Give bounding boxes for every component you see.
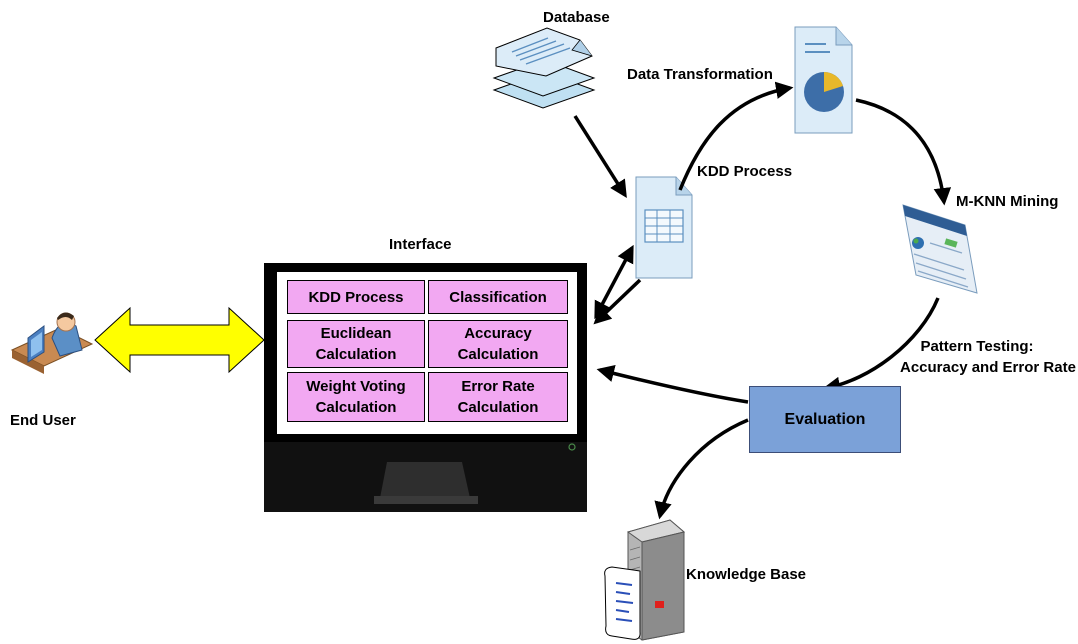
arrow-mining-to-evaluation — [822, 297, 940, 395]
module-line: Weight Voting — [306, 378, 406, 395]
arrow-transformation-to-mining — [855, 98, 952, 206]
user-interface-double-arrow — [94, 306, 265, 374]
database-icon — [492, 27, 596, 109]
arrow-evaluation-to-knowledge-base — [654, 418, 749, 520]
module-line: Calculation — [315, 399, 397, 416]
pie-chart-document-icon — [794, 26, 853, 134]
end-user-label: End User — [10, 412, 76, 429]
module-line: Error Rate — [461, 378, 535, 395]
arrow-evaluation-to-interface — [596, 364, 749, 404]
kdd-process-label: KDD Process — [697, 163, 793, 180]
data-transformation-label: Data Transformation — [627, 66, 773, 83]
module-line: Accuracy — [464, 325, 532, 342]
module-line: Euclidean — [320, 325, 392, 342]
interface-label: Interface — [389, 236, 452, 253]
accuracy-error-rate-label: Accuracy and Error Rate — [900, 359, 1076, 376]
module-line: KDD Process — [308, 288, 404, 306]
module-line: Calculation — [315, 346, 397, 363]
arrow-interface-kdd-bidirectional — [594, 244, 634, 320]
web-page-icon — [902, 204, 978, 294]
module-kdd-process[interactable]: KDD Process — [287, 280, 425, 314]
arrow-kdd-to-transformation — [678, 81, 794, 191]
evaluation-label: Evaluation — [784, 410, 866, 428]
server-icon — [604, 519, 686, 641]
evaluation-box: Evaluation — [749, 386, 901, 453]
pattern-testing-label: Pattern Testing: — [920, 338, 1034, 355]
user-at-computer-icon — [10, 312, 94, 374]
table-document-icon — [635, 176, 693, 279]
knowledge-base-label: Knowledge Base — [686, 566, 807, 583]
module-line: Calculation — [457, 399, 539, 416]
module-line: Classification — [449, 288, 547, 306]
module-classification[interactable]: Classification — [428, 280, 568, 314]
arrow-kdd-to-interface — [593, 278, 642, 325]
arrow-database-to-kdd — [573, 115, 627, 198]
module-line: Calculation — [457, 346, 539, 363]
database-label: Database — [543, 9, 610, 26]
mknn-mining-label: M-KNN Mining — [956, 193, 1059, 210]
